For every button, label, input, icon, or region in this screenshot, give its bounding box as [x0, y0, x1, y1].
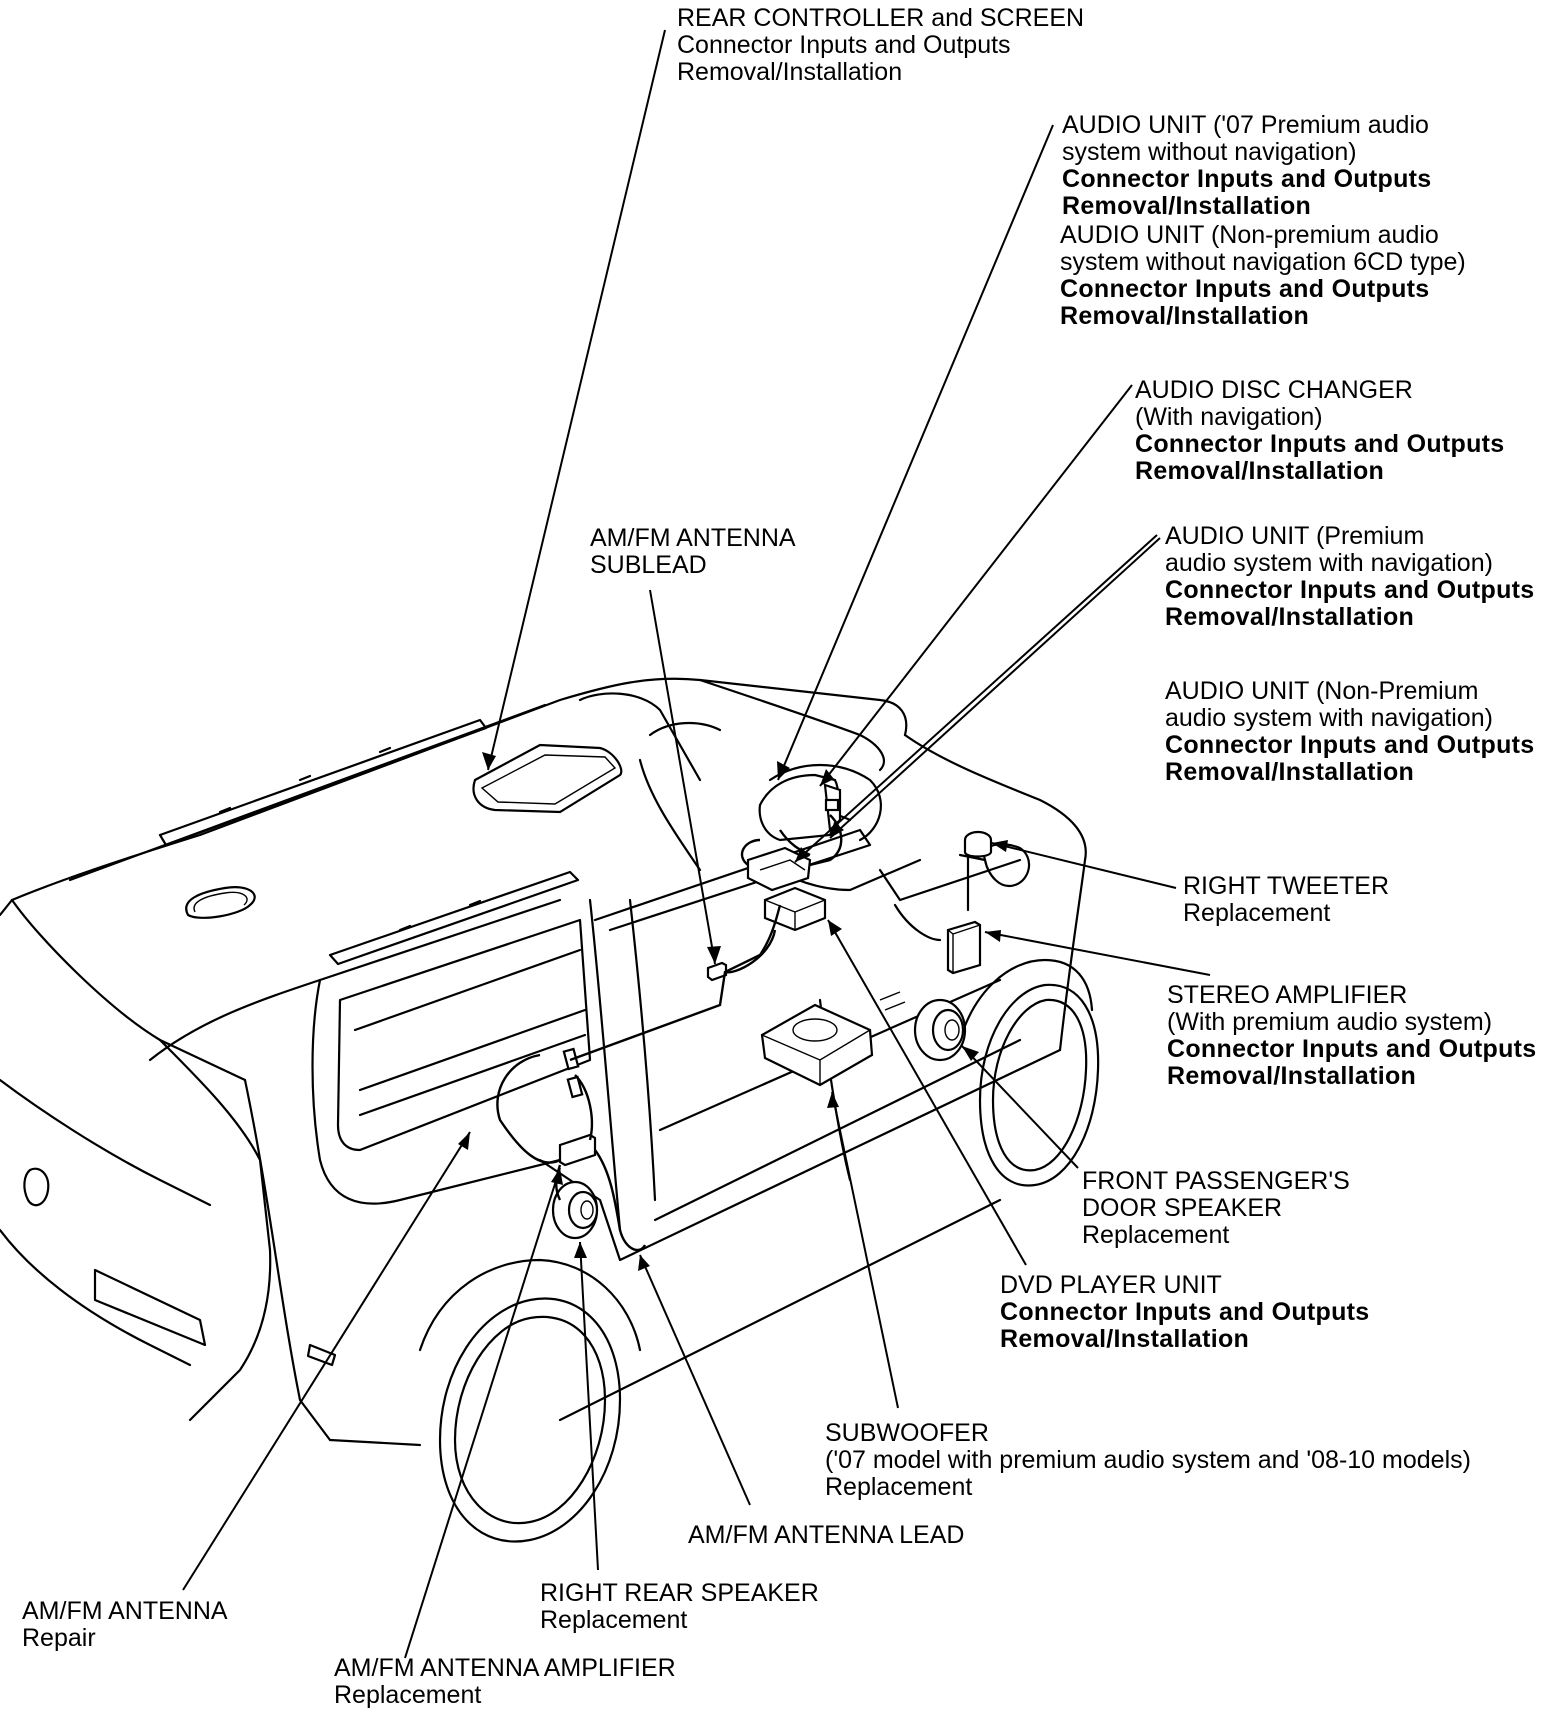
callout-line: AUDIO UNIT (Premium [1165, 522, 1425, 550]
callout-line: AUDIO DISC CHANGER [1135, 376, 1413, 404]
callout-line: Replacement [1082, 1221, 1230, 1249]
callout-line: audio system with navigation) [1165, 704, 1493, 732]
callout-line: FRONT PASSENGER'S [1082, 1167, 1350, 1195]
callout-line: DVD PLAYER UNIT [1000, 1271, 1222, 1299]
callout-line: Removal/Installation [677, 58, 903, 86]
callout-line: Removal/Installation [1135, 457, 1385, 485]
callout-line: Connector Inputs and Outputs [677, 31, 1011, 59]
callout-line: Connector Inputs and Outputs [1135, 430, 1505, 458]
callout-line: AUDIO UNIT ('07 Premium audio [1062, 111, 1429, 139]
callout-line: (With premium audio system) [1167, 1008, 1493, 1036]
callout-stereo-amplifier: STEREO AMPLIFIER (With premium audio sys… [1167, 982, 1536, 1090]
callout-line: system without navigation 6CD type) [1060, 248, 1466, 276]
callout-line: (With navigation) [1135, 403, 1323, 431]
callout-antenna: AM/FM ANTENNA Repair [22, 1598, 228, 1652]
callout-front-passenger-door-speaker: FRONT PASSENGER'S DOOR SPEAKER Replaceme… [1082, 1168, 1350, 1249]
callout-line: Repair [22, 1624, 96, 1652]
callout-line: AM/FM ANTENNA [590, 524, 796, 552]
callout-line: system without navigation) [1062, 138, 1357, 166]
callout-line: Connector Inputs and Outputs [1062, 165, 1432, 193]
callout-audio-unit-07-premium: AUDIO UNIT ('07 Premium audio system wit… [1062, 112, 1431, 220]
callout-line: Connector Inputs and Outputs [1167, 1035, 1537, 1063]
callout-rear-controller: REAR CONTROLLER and SCREEN Connector Inp… [677, 5, 1084, 86]
callout-line: DOOR SPEAKER [1082, 1194, 1283, 1222]
callout-line: Replacement [334, 1681, 482, 1709]
sublead-connector-shape [706, 961, 728, 982]
dvd-player-shape [763, 886, 827, 932]
callout-line: Replacement [540, 1606, 688, 1634]
callout-line: AUDIO UNIT (Non-premium audio [1060, 221, 1439, 249]
callout-line: AM/FM ANTENNA [22, 1597, 228, 1625]
antenna-lead-wire [569, 904, 782, 1062]
callout-line: REAR CONTROLLER and SCREEN [677, 4, 1085, 32]
callout-line: Replacement [1183, 899, 1331, 927]
subwoofer-shape [760, 1003, 874, 1087]
callout-line: SUBLEAD [590, 551, 707, 579]
callout-line: RIGHT REAR SPEAKER [540, 1579, 819, 1607]
callout-line: Connector Inputs and Outputs [1165, 731, 1535, 759]
components [472, 743, 993, 1252]
callout-right-rear-speaker: RIGHT REAR SPEAKER Replacement [540, 1580, 819, 1634]
callout-line: SUBWOOFER [825, 1419, 989, 1447]
callout-line: Removal/Installation [1165, 603, 1415, 631]
callout-line: STEREO AMPLIFIER [1167, 981, 1408, 1009]
callout-line: audio system with navigation) [1165, 549, 1493, 577]
stereo-amplifier-shape [946, 920, 982, 975]
callout-line: ('07 model with premium audio system and… [825, 1446, 1471, 1474]
callout-antenna-lead: AM/FM ANTENNA LEAD [688, 1522, 964, 1549]
rear-controller-screen-shape [472, 743, 623, 814]
callout-audio-unit-non-premium-nav: AUDIO UNIT (Non-Premium audio system wit… [1165, 678, 1534, 786]
callout-antenna-amplifier: AM/FM ANTENNA AMPLIFIER Replacement [334, 1655, 676, 1709]
callout-line: Removal/Installation [1165, 758, 1415, 786]
callout-right-tweeter: RIGHT TWEETER Replacement [1183, 873, 1389, 927]
callout-line: AM/FM ANTENNA AMPLIFIER [334, 1654, 676, 1682]
callout-line: Connector Inputs and Outputs [1060, 275, 1430, 303]
callout-line: Removal/Installation [1167, 1062, 1417, 1090]
callout-line: Removal/Installation [1062, 192, 1312, 220]
callout-antenna-sublead: AM/FM ANTENNA SUBLEAD [590, 525, 796, 579]
callout-line: AM/FM ANTENNA LEAD [688, 1521, 965, 1549]
leader-lines [182, 29, 1211, 1659]
vehicle-body [0, 677, 1100, 1543]
callout-subwoofer: SUBWOOFER ('07 model with premium audio … [825, 1420, 1471, 1501]
callout-line: Connector Inputs and Outputs [1000, 1298, 1370, 1326]
callout-line: Connector Inputs and Outputs [1165, 576, 1535, 604]
callout-line: Removal/Installation [1000, 1325, 1250, 1353]
callout-audio-unit-premium-nav: AUDIO UNIT (Premium audio system with na… [1165, 523, 1534, 631]
callout-audio-disc-changer: AUDIO DISC CHANGER (With navigation) Con… [1135, 377, 1504, 485]
callout-line: RIGHT TWEETER [1183, 872, 1390, 900]
callout-audio-unit-non-premium-6cd: AUDIO UNIT (Non-premium audio system wit… [1060, 222, 1466, 330]
callout-line: Removal/Installation [1060, 302, 1310, 330]
leader-arrowheads [458, 752, 1008, 1271]
callout-line: Replacement [825, 1473, 973, 1501]
audio-unit-lower-shape [746, 846, 812, 892]
callout-line: AUDIO UNIT (Non-Premium [1165, 677, 1479, 705]
callout-dvd-player-unit: DVD PLAYER UNIT Connector Inputs and Out… [1000, 1272, 1369, 1353]
